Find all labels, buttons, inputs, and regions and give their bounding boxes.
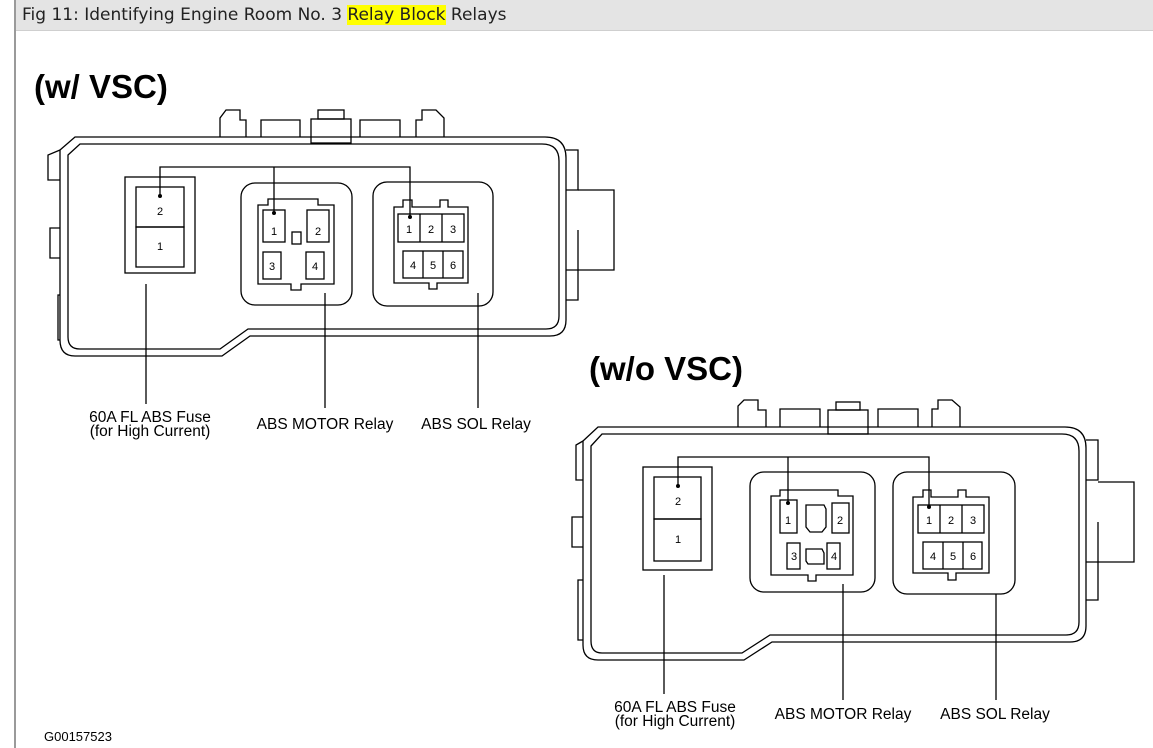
variant-title-without-vsc: (w/o VSC) [589, 350, 743, 387]
label-fuse-line1: 60A FL ABS Fuse [89, 409, 211, 426]
label-fuse-line2: (for High Current) [615, 713, 736, 730]
abs-sol-relay [372, 181, 494, 307]
motor-relay-pin-1: 1 [785, 515, 791, 527]
abs-sol-relay [892, 471, 1016, 595]
left-border [14, 0, 16, 748]
housing-top-tabs [219, 109, 445, 144]
sol-relay-pin-2: 2 [948, 515, 954, 527]
motor-relay-pin-2: 2 [315, 226, 321, 238]
sol-relay-pin-5: 5 [950, 551, 956, 563]
fuse-pin-1: 1 [675, 534, 681, 546]
label-abs-sol-relay: ABS SOL Relay [421, 416, 531, 433]
relay-block-without-vsc: (w/o VSC) 2 1 [571, 350, 1135, 730]
sol-relay-pin-1: 1 [926, 515, 932, 527]
leader-lines-with-vsc [145, 284, 479, 408]
figure-title-prefix: Fig 11: Identifying Engine Room No. 3 [22, 5, 348, 25]
fuse-pin-2: 2 [675, 496, 681, 508]
variant-title-with-vsc: (w/ VSC) [34, 68, 168, 105]
motor-relay-pin-2: 2 [837, 515, 843, 527]
figure-title-bar: Fig 11: Identifying Engine Room No. 3 Re… [16, 0, 1153, 31]
label-fuse-line1: 60A FL ABS Fuse [614, 699, 736, 716]
motor-relay-pin-1: 1 [271, 226, 277, 238]
fuse-relay-connection-line [677, 456, 930, 507]
label-fuse-line2: (for High Current) [90, 423, 211, 440]
fuse-relay-connection-line [159, 166, 411, 217]
label-abs-motor-relay: ABS MOTOR Relay [257, 416, 394, 433]
figure-title: Fig 11: Identifying Engine Room No. 3 Re… [22, 5, 507, 25]
sol-relay-pin-4: 4 [410, 260, 416, 272]
housing-side-features [47, 149, 615, 341]
housing-side-features [571, 439, 1135, 641]
relay-block-with-vsc: (w/ VSC) 2 1 [34, 68, 615, 440]
sol-relay-pin-3: 3 [970, 515, 976, 527]
motor-relay-pin-3: 3 [791, 551, 797, 563]
figure-code: G00157523 [44, 729, 112, 744]
figure-title-highlight: Relay Block [347, 5, 446, 25]
sol-relay-pin-6: 6 [450, 260, 456, 272]
housing-top-tabs [737, 399, 961, 435]
label-abs-sol-relay: ABS SOL Relay [940, 706, 1050, 723]
motor-relay-pin-3: 3 [269, 261, 275, 273]
sol-relay-pin-5: 5 [430, 260, 436, 272]
abs-motor-relay [240, 182, 353, 306]
motor-relay-pin-4: 4 [312, 261, 318, 273]
leader-lines-without-vsc [663, 575, 997, 700]
fuse-pin-2: 2 [157, 206, 163, 218]
housing-inner-outline [67, 143, 560, 350]
fuse-pin-1: 1 [157, 241, 163, 253]
motor-relay-pin-4: 4 [831, 551, 837, 563]
abs-motor-relay [749, 471, 876, 593]
sol-relay-pin-2: 2 [428, 224, 434, 236]
sol-relay-pin-1: 1 [406, 224, 412, 236]
housing-inner-outline [590, 433, 1080, 654]
label-abs-motor-relay: ABS MOTOR Relay [775, 706, 912, 723]
sol-relay-pin-4: 4 [930, 551, 936, 563]
figure-title-suffix: Relays [445, 5, 507, 25]
sol-relay-pin-3: 3 [450, 224, 456, 236]
sol-relay-pin-6: 6 [970, 551, 976, 563]
housing-outer-outline [582, 426, 1087, 661]
housing-outer-outline [59, 136, 567, 357]
